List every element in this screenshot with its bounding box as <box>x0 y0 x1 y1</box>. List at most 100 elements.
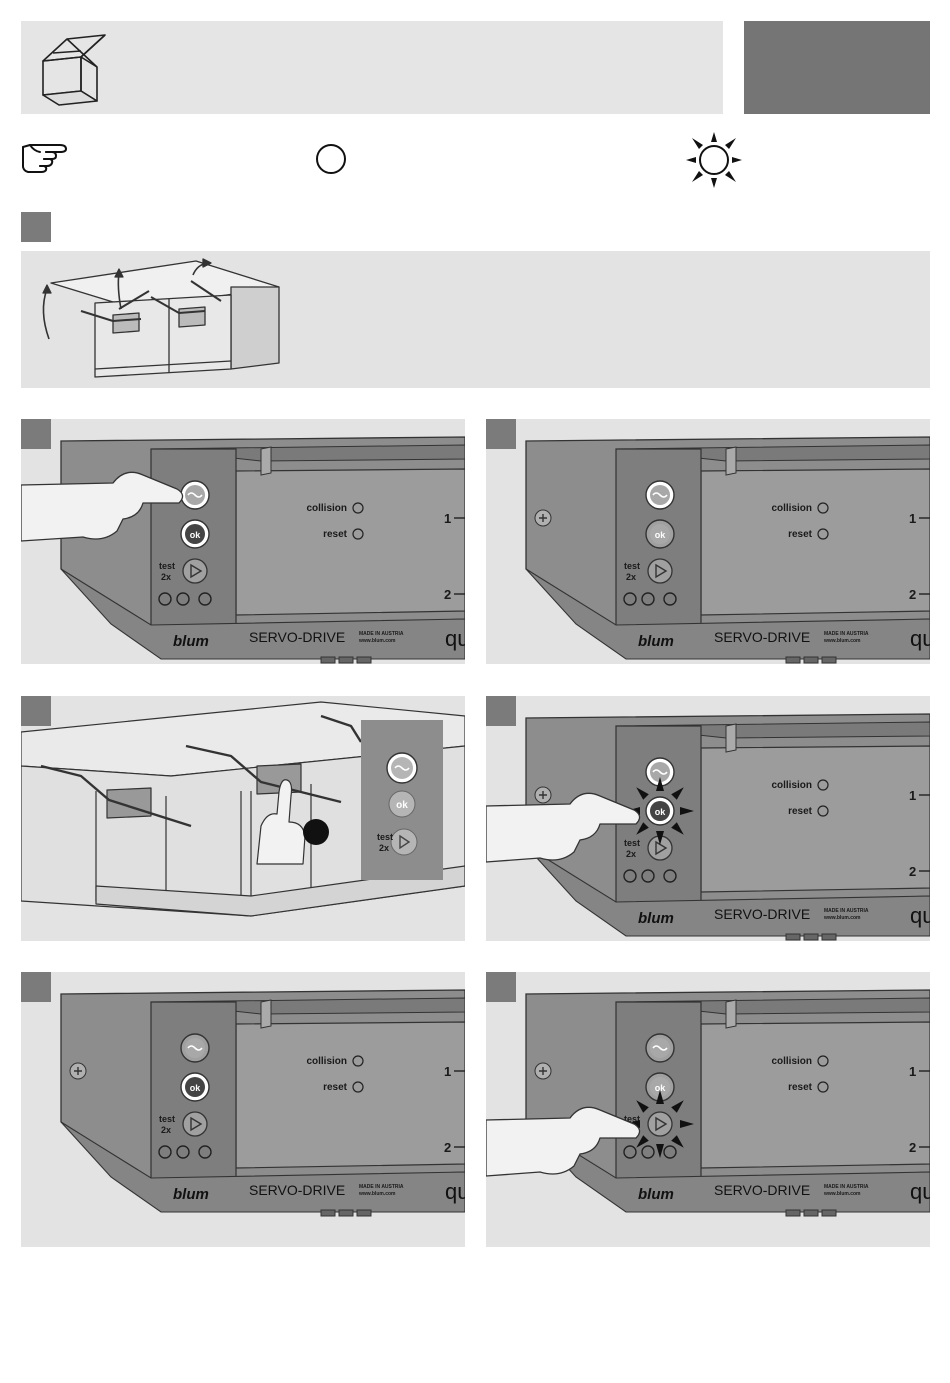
reset-label: reset <box>323 1082 348 1093</box>
product-name: SERVO-DRIVE <box>714 906 810 922</box>
ok-button-label: ok <box>190 530 201 540</box>
rotate-right-icon <box>663 1145 677 1159</box>
product-name: SERVO-DRIVE <box>714 1182 810 1198</box>
collision-led <box>352 502 364 514</box>
blum-logo: blum <box>638 910 674 927</box>
rotate-right-icon <box>198 1145 212 1159</box>
ok-button-label: ok <box>655 807 666 817</box>
collision-label: collision <box>771 503 812 514</box>
blum-logo: blum <box>173 1186 209 1203</box>
collision-label: collision <box>306 503 347 514</box>
product-name: SERVO-DRIVE <box>714 629 810 645</box>
device-base <box>60 568 465 660</box>
collision-label: collision <box>771 1056 812 1067</box>
device-foot <box>821 933 837 941</box>
test-button <box>647 558 673 584</box>
website-label: www.blum.com <box>358 1191 396 1197</box>
test-button <box>647 1111 673 1137</box>
device-foot <box>356 656 372 664</box>
channel-2-label: 2 <box>909 864 916 879</box>
link-icon <box>187 492 203 498</box>
ok-button-label: ok <box>655 1083 666 1093</box>
device-foot <box>320 656 336 664</box>
website-label: www.blum.com <box>823 638 861 644</box>
product-badge: qu <box>910 1179 930 1204</box>
channel-2-label: 2 <box>444 587 451 602</box>
step-marker <box>486 696 516 726</box>
collision-led <box>352 1055 364 1067</box>
svg-text:test: test <box>377 832 393 842</box>
made-in-label: MADE IN AUSTRIA <box>359 1184 404 1190</box>
step-marker <box>486 972 516 1002</box>
bell-icon <box>641 869 655 883</box>
device-base <box>60 1121 465 1213</box>
test-label: test <box>624 1114 640 1124</box>
bell-icon <box>176 1145 190 1159</box>
reset-led <box>817 528 829 540</box>
reset-label: reset <box>323 529 348 540</box>
control-strip: ok test 2x <box>361 720 443 880</box>
made-in-label: MADE IN AUSTRIA <box>359 631 404 637</box>
device-foot <box>785 1209 801 1217</box>
bell-icon <box>641 1145 655 1159</box>
reset-label: reset <box>788 529 813 540</box>
product-badge: qu <box>445 1179 465 1204</box>
link-icon <box>652 492 668 498</box>
header-banner <box>21 21 723 114</box>
link-icon <box>652 1045 668 1051</box>
reset-label: reset <box>788 1082 813 1093</box>
collision-led <box>817 502 829 514</box>
link-icon <box>652 769 668 775</box>
test-label: test <box>159 1114 175 1124</box>
channel-2-label: 2 <box>444 1140 451 1155</box>
collision-label: collision <box>771 780 812 791</box>
ok-button-label: ok <box>190 1083 201 1093</box>
device-foot <box>320 1209 336 1217</box>
product-name: SERVO-DRIVE <box>249 1182 345 1198</box>
link-icon <box>187 1045 203 1051</box>
blum-logo: blum <box>638 1186 674 1203</box>
bell-icon <box>176 592 190 606</box>
reset-led <box>352 528 364 540</box>
rotate-left-icon <box>158 592 172 606</box>
device-foot <box>803 1209 819 1217</box>
collision-label: collision <box>306 1056 347 1067</box>
channel-2-label: 2 <box>909 587 916 602</box>
ok-button-label: ok <box>655 530 666 540</box>
device-front-face <box>700 468 930 616</box>
rotate-left-icon <box>158 1145 172 1159</box>
servo-drive-unit: oktest2xcollisionreset12blumSERVO-DRIVEM… <box>486 989 930 1217</box>
test-count: 2x <box>161 1125 171 1135</box>
cabinet-interior-illustration: ok test 2x <box>21 701 465 917</box>
collision-led <box>817 1055 829 1067</box>
play-icon <box>190 1116 203 1132</box>
led-off-circle-icon <box>316 144 346 174</box>
rotate-right-icon <box>663 869 677 883</box>
channel-1-label: 1 <box>909 788 916 803</box>
svg-text:2x: 2x <box>379 843 389 853</box>
reset-led <box>817 805 829 817</box>
collision-led <box>817 779 829 791</box>
play-icon <box>655 563 668 579</box>
reset-label: reset <box>788 806 813 817</box>
pointing-hand-icon <box>486 1106 641 1177</box>
blum-logo: blum <box>173 633 209 650</box>
blum-logo: blum <box>638 633 674 650</box>
step-marker <box>486 419 516 449</box>
step-panel-6: oktest2xcollisionreset12blumSERVO-DRIVEM… <box>486 972 930 1247</box>
device-base <box>525 1121 930 1213</box>
step-panel-3: ok test 2x <box>21 696 465 941</box>
website-label: www.blum.com <box>823 1191 861 1197</box>
product-name: SERVO-DRIVE <box>249 629 345 645</box>
device-foot <box>803 933 819 941</box>
device-front-face <box>235 468 465 616</box>
product-badge: qu <box>910 903 930 928</box>
play-icon <box>190 563 203 579</box>
step-marker <box>21 972 51 1002</box>
